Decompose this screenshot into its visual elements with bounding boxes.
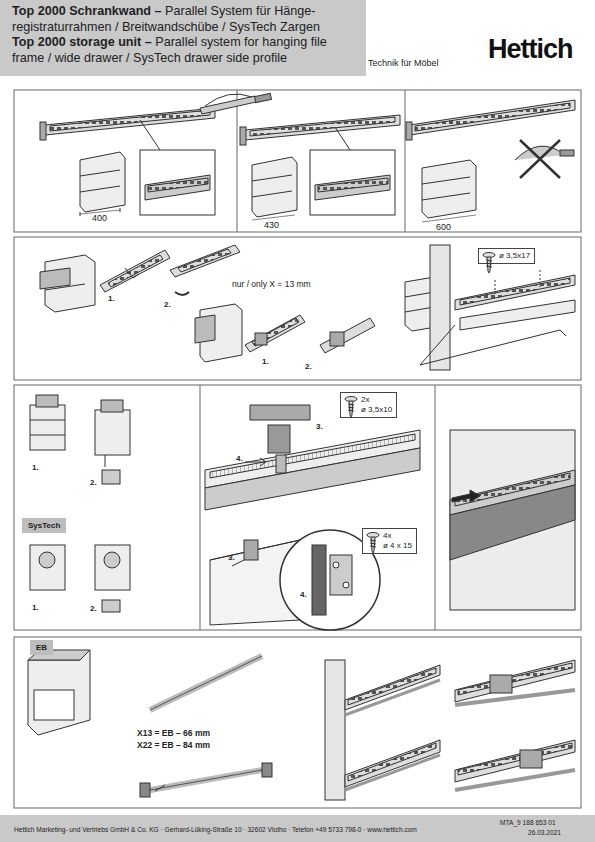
screw-icon — [482, 252, 496, 274]
step-number: 2. — [90, 478, 97, 487]
dimension: 400 — [92, 213, 107, 223]
spec-text: 4x — [383, 531, 412, 541]
spec-text: EB — [36, 643, 47, 652]
dimension: 430 — [264, 220, 279, 230]
footer-text: 26.03.2021 — [528, 829, 561, 836]
step-number: 2. — [305, 362, 312, 371]
title-bold: Top 2000 storage unit – — [12, 35, 152, 49]
note: nur / only X = 13 mm — [230, 279, 313, 289]
spec-text: 2x — [361, 395, 392, 405]
step-number: 3. — [228, 553, 235, 562]
formula: X22 = EB – 84 mm — [135, 740, 212, 750]
title-bold: Top 2000 Schrankwand – — [12, 4, 162, 18]
title-box: Top 2000 Schrankwand – Parallel System f… — [0, 0, 366, 76]
screw-spec-box: ø 3,5x17 — [478, 248, 535, 264]
tagline: Technik für Möbel — [368, 58, 439, 68]
brand-logo: Hettich — [488, 34, 573, 65]
formula: X13 = EB – 66 mm — [135, 728, 212, 738]
screw-icon — [344, 396, 358, 418]
screw-icon — [366, 532, 380, 554]
systech-tag: SysTech — [22, 518, 66, 533]
screw-spec-box: 2xø 3,5x10 — [340, 392, 397, 418]
spec-text: ø 3,5x10 — [361, 405, 392, 415]
dimension: 600 — [436, 222, 451, 232]
spec-text: ø 4 x 15 — [383, 541, 412, 551]
footer-text: Hettich Marketing- und Vertriebs GmbH & … — [14, 826, 417, 833]
step-number: 3. — [316, 422, 323, 431]
screw-spec-box: 4xø 4 x 15 — [362, 528, 417, 554]
eb-tag: EB — [30, 640, 53, 655]
spec-text: ø 3,5x17 — [499, 251, 530, 261]
step-number: 2. — [90, 604, 97, 613]
step-number: 2. — [164, 300, 171, 309]
footer-band: Hettich Marketing- und Vertriebs GmbH & … — [0, 815, 595, 842]
footer-text: MTA_9 188 653 01 — [500, 819, 556, 826]
step-number: 1. — [262, 357, 269, 366]
title-paragraph: Top 2000 Schrankwand – Parallel System f… — [12, 4, 362, 35]
step-number: 1. — [32, 603, 39, 612]
step-number: 1. — [108, 294, 115, 303]
step-number: 4. — [236, 454, 243, 463]
spec-text: SysTech — [28, 521, 60, 530]
step-number: 1. — [32, 463, 39, 472]
step-number: 4. — [300, 590, 307, 599]
title-paragraph: Top 2000 storage unit – Parallel system … — [12, 35, 362, 66]
